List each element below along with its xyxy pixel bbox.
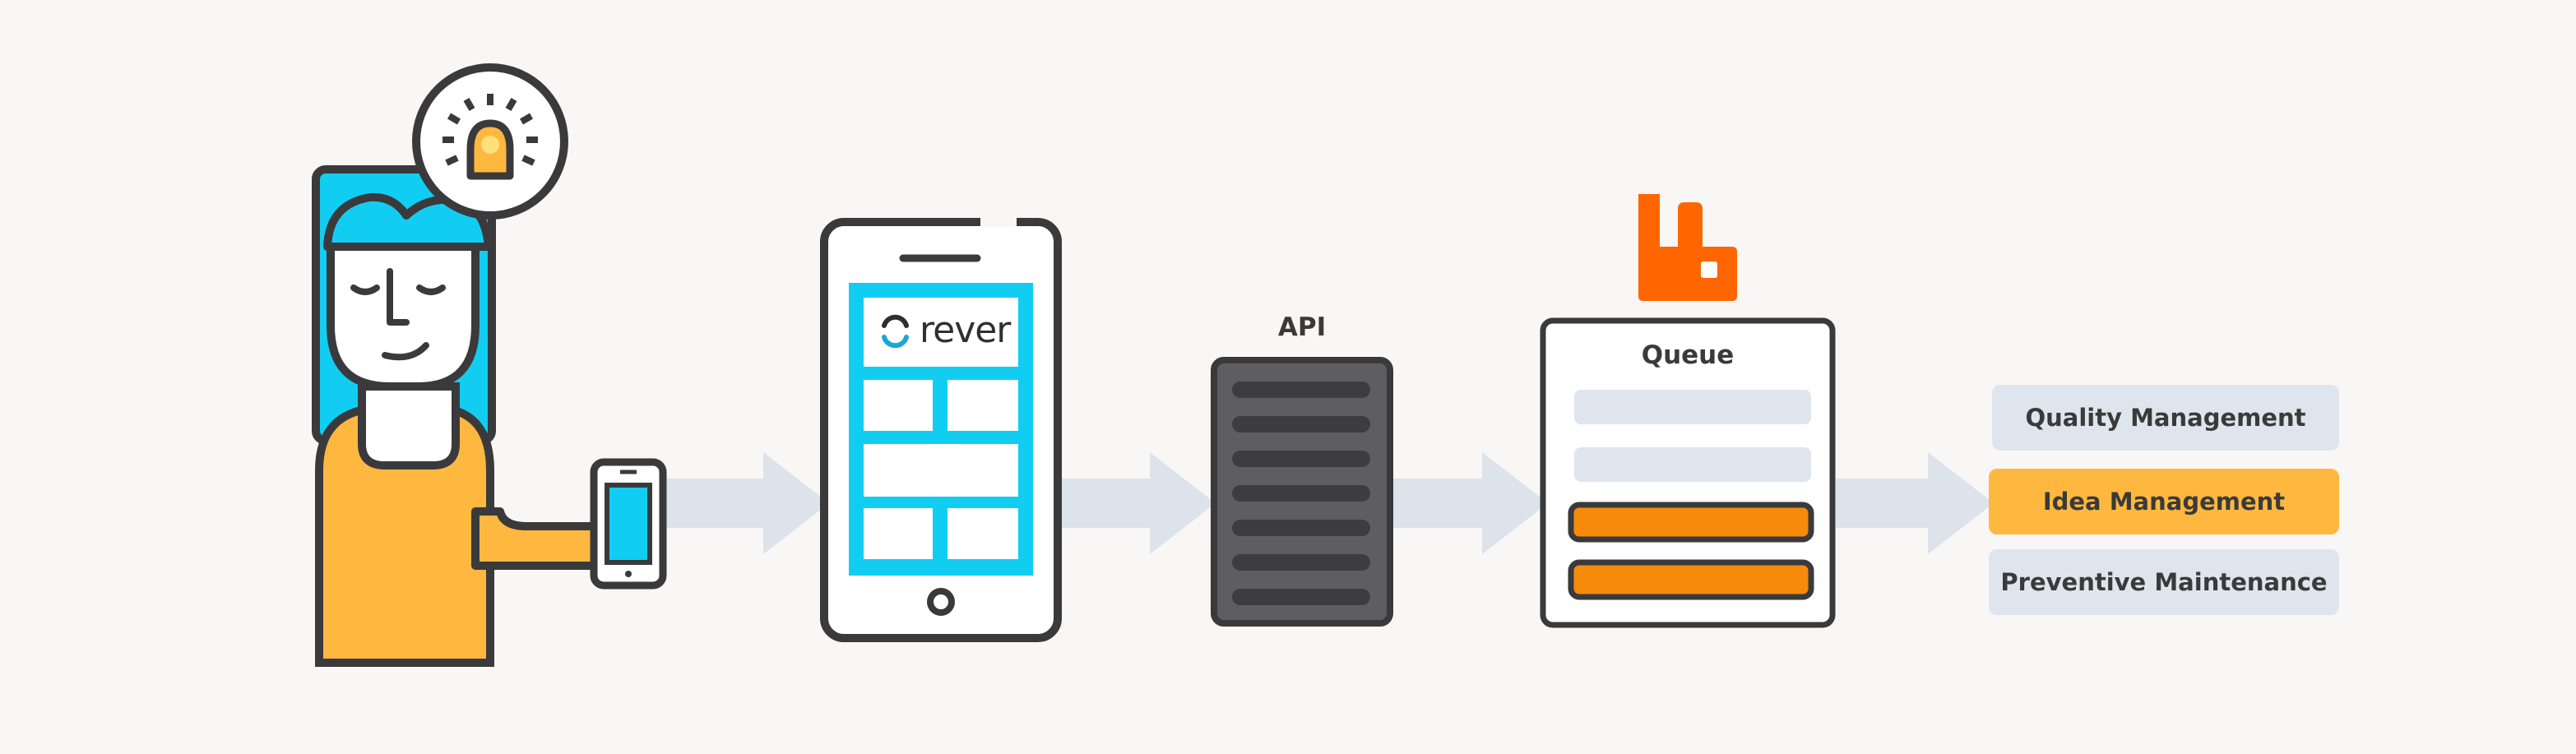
server-slot	[1232, 520, 1370, 536]
arrow-api-to-queue	[1390, 452, 1548, 554]
flow-arrows	[663, 452, 1994, 554]
arrow-person-to-phone	[663, 452, 829, 554]
destination-idea-management: Idea Management	[1989, 469, 2339, 534]
server-slot	[1232, 485, 1370, 502]
home-button	[927, 588, 955, 616]
person-illustration	[312, 63, 667, 667]
lightbulb-icon	[442, 94, 538, 180]
server-slot	[1232, 416, 1370, 433]
phone-notch-gap	[980, 215, 1017, 227]
queue-item-filled	[1568, 559, 1814, 600]
brand-name: rever	[920, 309, 1011, 351]
light-rays	[442, 94, 538, 166]
queue-item-empty	[1574, 447, 1811, 482]
server-slot	[1232, 382, 1370, 398]
face	[327, 239, 480, 391]
app-phone	[820, 215, 1062, 642]
nose	[387, 268, 410, 326]
server-slot	[1232, 554, 1370, 571]
queue-label: Queue	[1641, 340, 1735, 370]
mouth	[382, 342, 429, 361]
handheld-phone-icon	[590, 458, 667, 590]
app-tile	[864, 444, 1018, 497]
rabbitmq-icon	[1638, 194, 1737, 301]
rever-logo-icon	[882, 314, 909, 349]
destination-preventive-maintenance: Preventive Maintenance	[1989, 549, 2339, 615]
queue-item-empty	[1574, 390, 1811, 424]
left-eye	[350, 284, 380, 295]
app-tile	[864, 508, 933, 559]
app-tile	[947, 380, 1018, 431]
api-server	[1211, 357, 1393, 627]
arrow-phone-to-api	[1058, 452, 1216, 554]
arrow-queue-to-destinations	[1836, 452, 1994, 554]
app-header	[864, 298, 1018, 367]
arm	[471, 507, 606, 570]
destination-quality-management: Quality Management	[1992, 385, 2339, 451]
queue-item-filled	[1568, 502, 1814, 543]
right-eye	[416, 284, 446, 295]
neck	[358, 382, 460, 470]
server-slot	[1232, 589, 1370, 605]
app-tile	[864, 380, 933, 431]
idea-bubble	[412, 63, 568, 220]
app-tile	[947, 508, 1018, 559]
server-slot	[1232, 451, 1370, 467]
api-label: API	[1277, 312, 1327, 342]
queue	[1540, 194, 1836, 628]
